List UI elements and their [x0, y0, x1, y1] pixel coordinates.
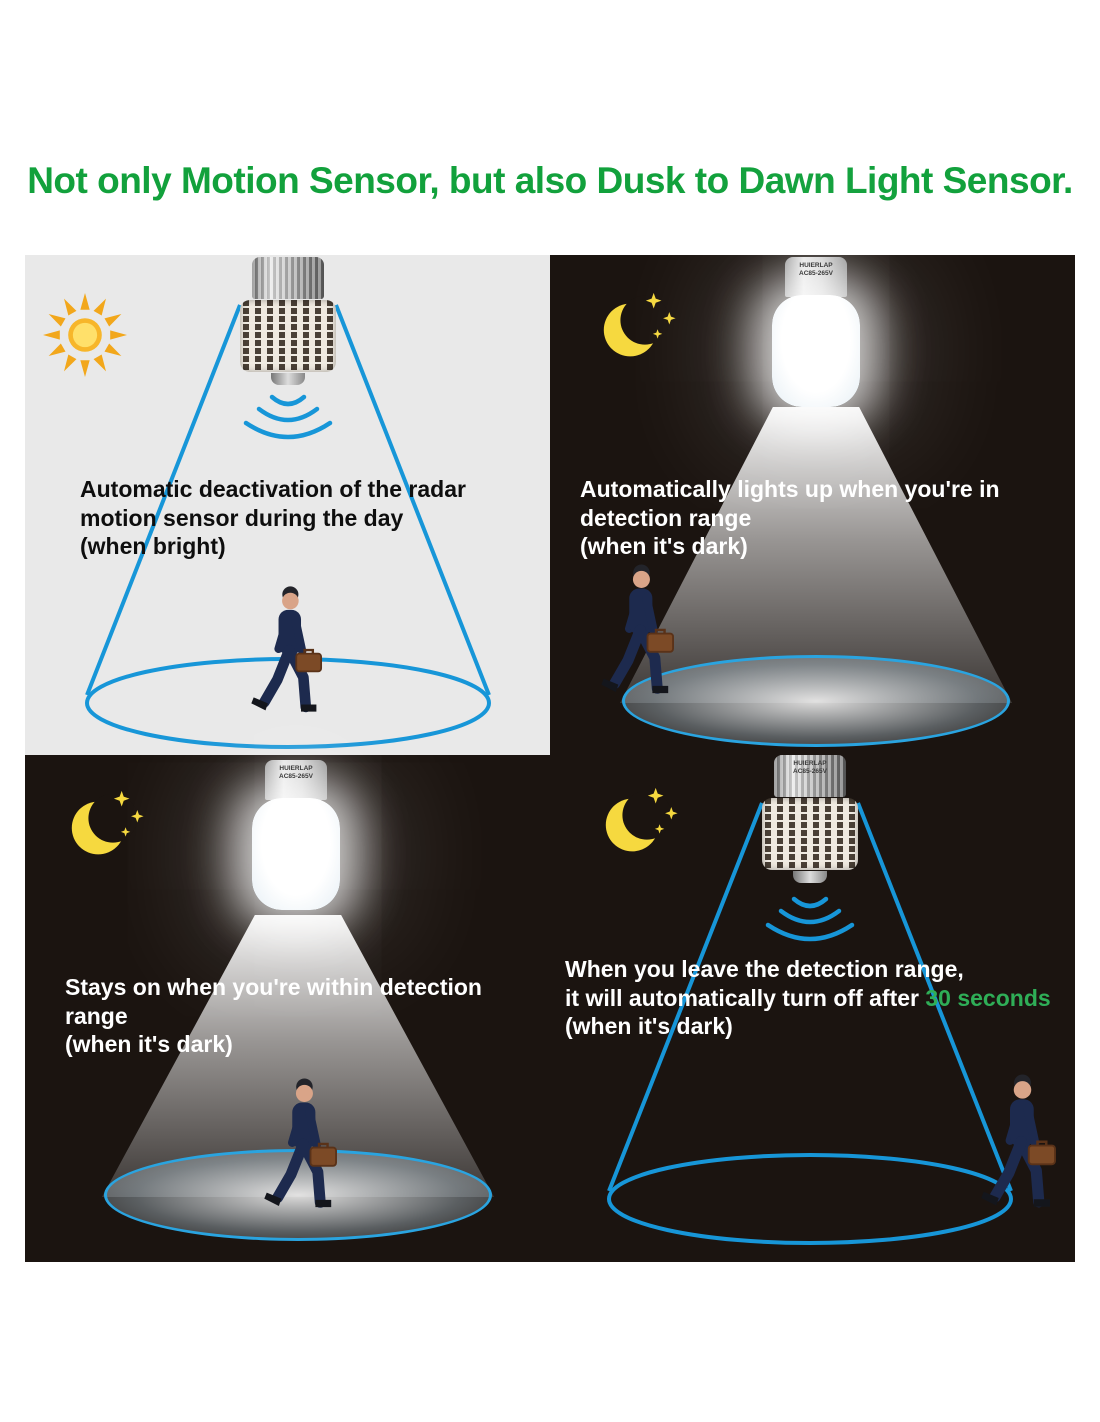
walking-man — [263, 1077, 341, 1223]
bulb-led-body — [240, 300, 336, 372]
moon-icon — [605, 787, 678, 852]
bulb-brand-label: HUIERLAP AC85-265V — [774, 755, 846, 776]
caption-line: motion sensor during the day — [80, 504, 404, 531]
bulb-led-body — [762, 798, 858, 870]
brand-line: HUIERLAP — [279, 765, 313, 772]
led-bulb-glowing: HUIERLAP AC85-265V — [250, 760, 342, 910]
heatsink-fins — [252, 257, 324, 299]
bulb-glow-body — [772, 295, 860, 407]
caption-line: it will automatically turn off after 30 … — [565, 984, 1070, 1013]
caption-line: (when it's dark) — [565, 1013, 733, 1040]
bulb-heatsink-cap — [252, 257, 324, 299]
led-bulb: HUIERLAP AC85-265V — [762, 755, 858, 883]
detection-cone-outline — [607, 802, 1013, 1245]
brand-line: HUIERLAP — [799, 262, 833, 269]
bulb-screw-base — [271, 373, 305, 385]
walking-man — [250, 585, 326, 727]
heatsink-fins — [774, 755, 846, 797]
led-bulb-glowing: HUIERLAP AC85-265V — [770, 257, 862, 407]
radar-waves-icon — [228, 391, 348, 455]
caption-line: Automatically lights up when you're in — [580, 476, 1000, 502]
led-bulb — [240, 257, 336, 385]
bulb-brand-label: HUIERLAP AC85-265V — [785, 257, 847, 278]
caption-night-on: Automatically lights up when you're in d… — [580, 475, 1055, 561]
caption-night-off: When you leave the detection range, it w… — [565, 955, 1070, 1041]
caption-text: it will automatically turn off after — [565, 984, 926, 1011]
caption-line: When you leave the detection range, — [565, 956, 964, 982]
sun-icon — [43, 293, 127, 377]
moon-icon — [71, 790, 144, 855]
caption-line: (when it's dark) — [580, 533, 748, 560]
brand-line: HUIERLAP — [793, 760, 827, 767]
bulb-screw-base — [793, 871, 827, 883]
four-panel-graphic: Automatic deactivation of the radar moti… — [25, 255, 1075, 1262]
walking-man — [600, 563, 678, 709]
bulb-glow-body — [252, 798, 340, 910]
caption-line: Stays on when you're within detection — [65, 974, 482, 1000]
voltage-line: AC85-265V — [793, 768, 827, 776]
detection-cone-outline — [85, 304, 491, 749]
page-title: Not only Motion Sensor, but also Dusk to… — [27, 160, 1073, 201]
caption-line: (when bright) — [80, 533, 226, 560]
caption-night-stay: Stays on when you're within detection ra… — [65, 973, 540, 1059]
moon-icon — [603, 292, 676, 357]
radar-waves-icon — [750, 893, 870, 957]
bulb-heatsink-cap: HUIERLAP AC85-265V — [774, 755, 846, 797]
walking-man — [980, 1073, 1060, 1223]
bulb-brand-label: HUIERLAP AC85-265V — [265, 760, 327, 781]
caption-line: range — [65, 1002, 128, 1029]
light-floor-ellipse — [622, 655, 1010, 747]
highlight-30-seconds: 30 seconds — [925, 984, 1051, 1011]
caption-day-off: Automatic deactivation of the radar moti… — [80, 475, 535, 561]
voltage-line: AC85-265V — [279, 773, 313, 781]
caption-line: Automatic deactivation of the radar — [80, 476, 466, 502]
caption-line: detection range — [580, 504, 752, 531]
bulb-heatsink-cap: HUIERLAP AC85-265V — [265, 760, 327, 800]
voltage-line: AC85-265V — [799, 270, 833, 278]
bulb-heatsink-cap: HUIERLAP AC85-265V — [785, 257, 847, 297]
caption-line: (when it's dark) — [65, 1031, 233, 1058]
